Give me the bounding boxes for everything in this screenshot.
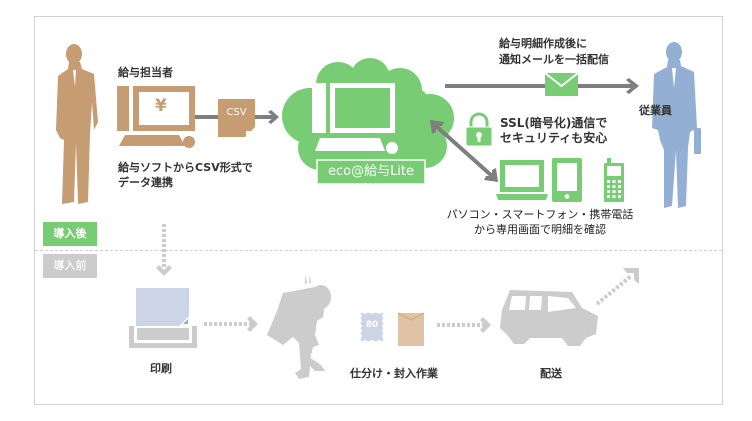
ssl-line2: セキュリティも安心 bbox=[500, 131, 608, 145]
mail-note-line2: 通知メールを一括配信 bbox=[499, 53, 609, 66]
dotted-arrow-down bbox=[156, 224, 172, 276]
payroll-staff-label: 給与担当者 bbox=[118, 66, 173, 79]
after-tag: 導入後 bbox=[43, 222, 97, 246]
desktop-computer-icon bbox=[117, 86, 195, 148]
csv-file-icon bbox=[218, 99, 255, 137]
person-silhouette-icon bbox=[56, 44, 98, 204]
printer-icon bbox=[129, 288, 197, 348]
person-with-briefcase-icon bbox=[652, 42, 701, 208]
employee-label: 従業員 bbox=[639, 104, 672, 117]
csv-note-line1: 給与ソフトからCSV形式で bbox=[118, 161, 253, 174]
csv-note-line2: データ連携 bbox=[118, 176, 173, 189]
sorting-label: 仕分け・封入作業 bbox=[350, 367, 438, 380]
print-label: 印刷 bbox=[150, 362, 172, 375]
mobile-phone-icon bbox=[604, 158, 624, 202]
csv-label: CSV bbox=[226, 107, 247, 118]
delivery-label: 配送 bbox=[540, 367, 562, 380]
ssl-line1: SSL(暗号化)通信で bbox=[500, 116, 608, 130]
bidirectional-arrow bbox=[430, 120, 498, 182]
laptop-icon bbox=[496, 160, 548, 200]
lock-icon bbox=[465, 112, 493, 147]
smartphone-icon bbox=[552, 158, 582, 202]
devices-line1: パソコン・スマートフォン・携帯電話 bbox=[446, 208, 634, 221]
yen-symbol: ¥ bbox=[155, 96, 167, 116]
dotted-arrow-right-2 bbox=[437, 317, 491, 333]
mail-note-line1: 給与明細作成後に bbox=[499, 37, 587, 50]
envelope-brown-icon bbox=[397, 312, 425, 346]
mail-arrow bbox=[445, 78, 639, 94]
tired-worker-icon bbox=[267, 275, 331, 379]
devices-line2: から専用画面で明細を確認 bbox=[474, 223, 606, 236]
postage-stamp-icon bbox=[359, 311, 385, 343]
dotted-arrow-right-1 bbox=[204, 316, 258, 332]
delivery-car-icon bbox=[500, 290, 598, 346]
dotted-arrow-diagonal bbox=[595, 268, 639, 306]
stamp-value: 80 bbox=[365, 320, 379, 330]
section-divider bbox=[35, 250, 722, 251]
before-tag: 導入前 bbox=[43, 254, 97, 278]
product-label: eco@給与Lite bbox=[327, 164, 415, 179]
envelope-icon bbox=[544, 72, 579, 96]
